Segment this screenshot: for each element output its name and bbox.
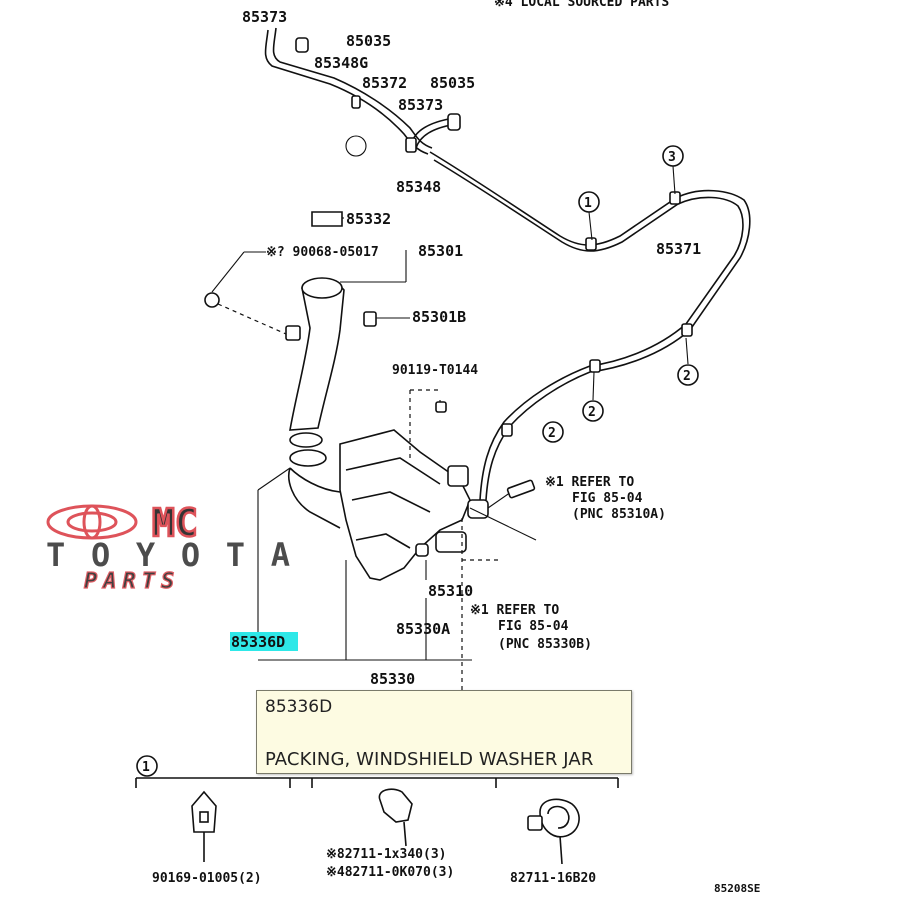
- callout-1a[interactable]: 1: [578, 191, 600, 213]
- cap-85332[interactable]: [311, 211, 343, 227]
- label-85348G[interactable]: 85348G: [314, 54, 368, 72]
- label-85373-top[interactable]: 85373: [242, 8, 287, 26]
- svg-text:2: 2: [683, 369, 691, 384]
- clamp-82711-1x340[interactable]: [378, 788, 413, 823]
- filler-neck-85301[interactable]: [301, 277, 343, 299]
- filler-neck-assembly: [204, 211, 410, 467]
- label-90119-T0144[interactable]: 90119-T0144: [392, 363, 478, 378]
- watermark-mc: MC: [152, 502, 198, 545]
- pump-85330A[interactable]: [435, 531, 467, 553]
- label-85336D[interactable]: 85336D: [231, 633, 285, 651]
- clamp-82711-16B20[interactable]: [539, 798, 580, 838]
- label-82711-1x340[interactable]: ※82711-1x340(3): [326, 847, 446, 862]
- nozzle-clip-upper[interactable]: [295, 37, 309, 53]
- label-85310[interactable]: 85310: [428, 582, 473, 600]
- label-90169-01005[interactable]: 90169-01005(2): [152, 871, 262, 886]
- callout-1b[interactable]: 1: [136, 755, 158, 777]
- label-85371[interactable]: 85371: [656, 240, 701, 258]
- callout-3[interactable]: 3: [662, 145, 684, 167]
- label-85301[interactable]: 85301: [418, 242, 463, 260]
- tooltip-code: 85336D: [265, 697, 333, 717]
- upper-hose-assembly: [264, 27, 751, 501]
- refer2-line3: (PNC 85330B): [498, 637, 592, 652]
- part-tooltip: 85336D PACKING, WINDSHIELD WASHER JAR: [256, 690, 632, 774]
- svg-text:2: 2: [588, 405, 596, 420]
- tooltip-description: PACKING, WINDSHIELD WASHER JAR: [265, 749, 594, 770]
- label-90068-05017[interactable]: ※? 90068-05017: [266, 245, 379, 260]
- refer2-line1: ※1 REFER TO: [470, 603, 559, 618]
- watermark-logo: MC TOYOTA PARTS: [46, 502, 290, 592]
- svg-text:1: 1: [142, 760, 150, 775]
- highlight-85336D: [230, 632, 298, 651]
- callout-2c[interactable]: 2: [542, 421, 564, 443]
- callout-2a[interactable]: 2: [677, 364, 699, 386]
- label-82711-0K070[interactable]: ※482711-0K070(3): [326, 865, 454, 880]
- header-note: ※4 LOCAL SOURCED PARTS: [494, 0, 669, 10]
- packing-85336D[interactable]: [289, 449, 327, 467]
- label-85332[interactable]: 85332: [346, 210, 391, 228]
- label-85035-top[interactable]: 85035: [346, 32, 391, 50]
- bottom-parts-row: [135, 777, 619, 865]
- svg-text:3: 3: [668, 150, 676, 165]
- svg-text:2: 2: [548, 426, 556, 441]
- label-85373-mid[interactable]: 85373: [398, 96, 443, 114]
- watermark-parts: PARTS: [84, 569, 180, 592]
- nozzle-clip-85035[interactable]: [447, 113, 461, 131]
- label-85330A[interactable]: 85330A: [396, 620, 450, 638]
- figure-code: 85208SE: [714, 882, 760, 895]
- pump-85310[interactable]: [467, 499, 489, 519]
- refer1-line2: FIG 85-04: [572, 491, 643, 506]
- refer2-line2: FIG 85-04: [498, 619, 569, 634]
- svg-text:1: 1: [584, 196, 592, 211]
- washer-jar-85330[interactable]: [288, 429, 537, 581]
- label-85330[interactable]: 85330: [370, 670, 415, 688]
- callout-2b[interactable]: 2: [582, 400, 604, 422]
- label-85348[interactable]: 85348: [396, 178, 441, 196]
- label-85301B[interactable]: 85301B: [412, 308, 466, 326]
- label-85035-mid[interactable]: 85035: [430, 74, 475, 92]
- label-85372[interactable]: 85372: [362, 74, 407, 92]
- refer1-line3: (PNC 85310A): [572, 507, 666, 522]
- refer1-line1: ※1 REFER TO: [545, 475, 634, 490]
- label-82711-16B20[interactable]: 82711-16B20: [510, 871, 596, 886]
